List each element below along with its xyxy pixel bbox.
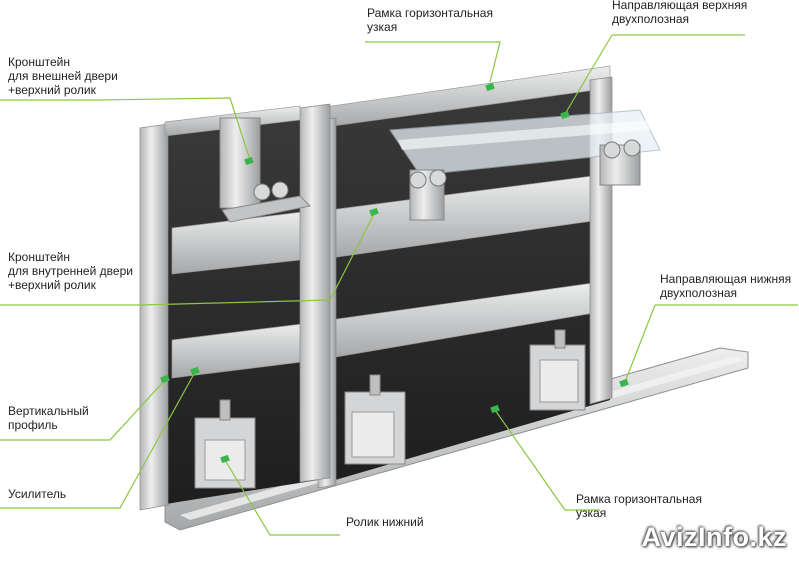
label-reinforcer: Усилитель	[8, 487, 67, 501]
watermark: AvizInfo.kz	[641, 522, 787, 552]
leader-lines	[0, 34, 798, 536]
label-frame-top: Рамка горизонтальная узкая	[367, 6, 493, 34]
bottom-roller-2	[344, 374, 406, 465]
top-bracket-inner	[409, 139, 641, 221]
label-guide-bottom: Направляющая нижняя двухполозная	[660, 272, 792, 300]
label-vertical-profile: Вертикальный профиль	[8, 404, 89, 432]
leader-markers	[160, 82, 629, 464]
label-guide-top: Направляющая верхняя двухполозная	[612, 0, 748, 26]
label-roller-bottom: Ролик нижний	[346, 515, 424, 529]
top-guide-rail	[389, 109, 661, 176]
bottom-roller-3	[529, 329, 586, 411]
label-bracket-outer: Кронштейн для внешней двери +верхний рол…	[8, 55, 118, 97]
top-bracket-outer	[219, 117, 312, 223]
label-bracket-inner: Кронштейн для внутренней двери +верхний …	[8, 250, 133, 292]
label-frame-bottom: Рамка горизонтальная узкая	[576, 492, 702, 520]
